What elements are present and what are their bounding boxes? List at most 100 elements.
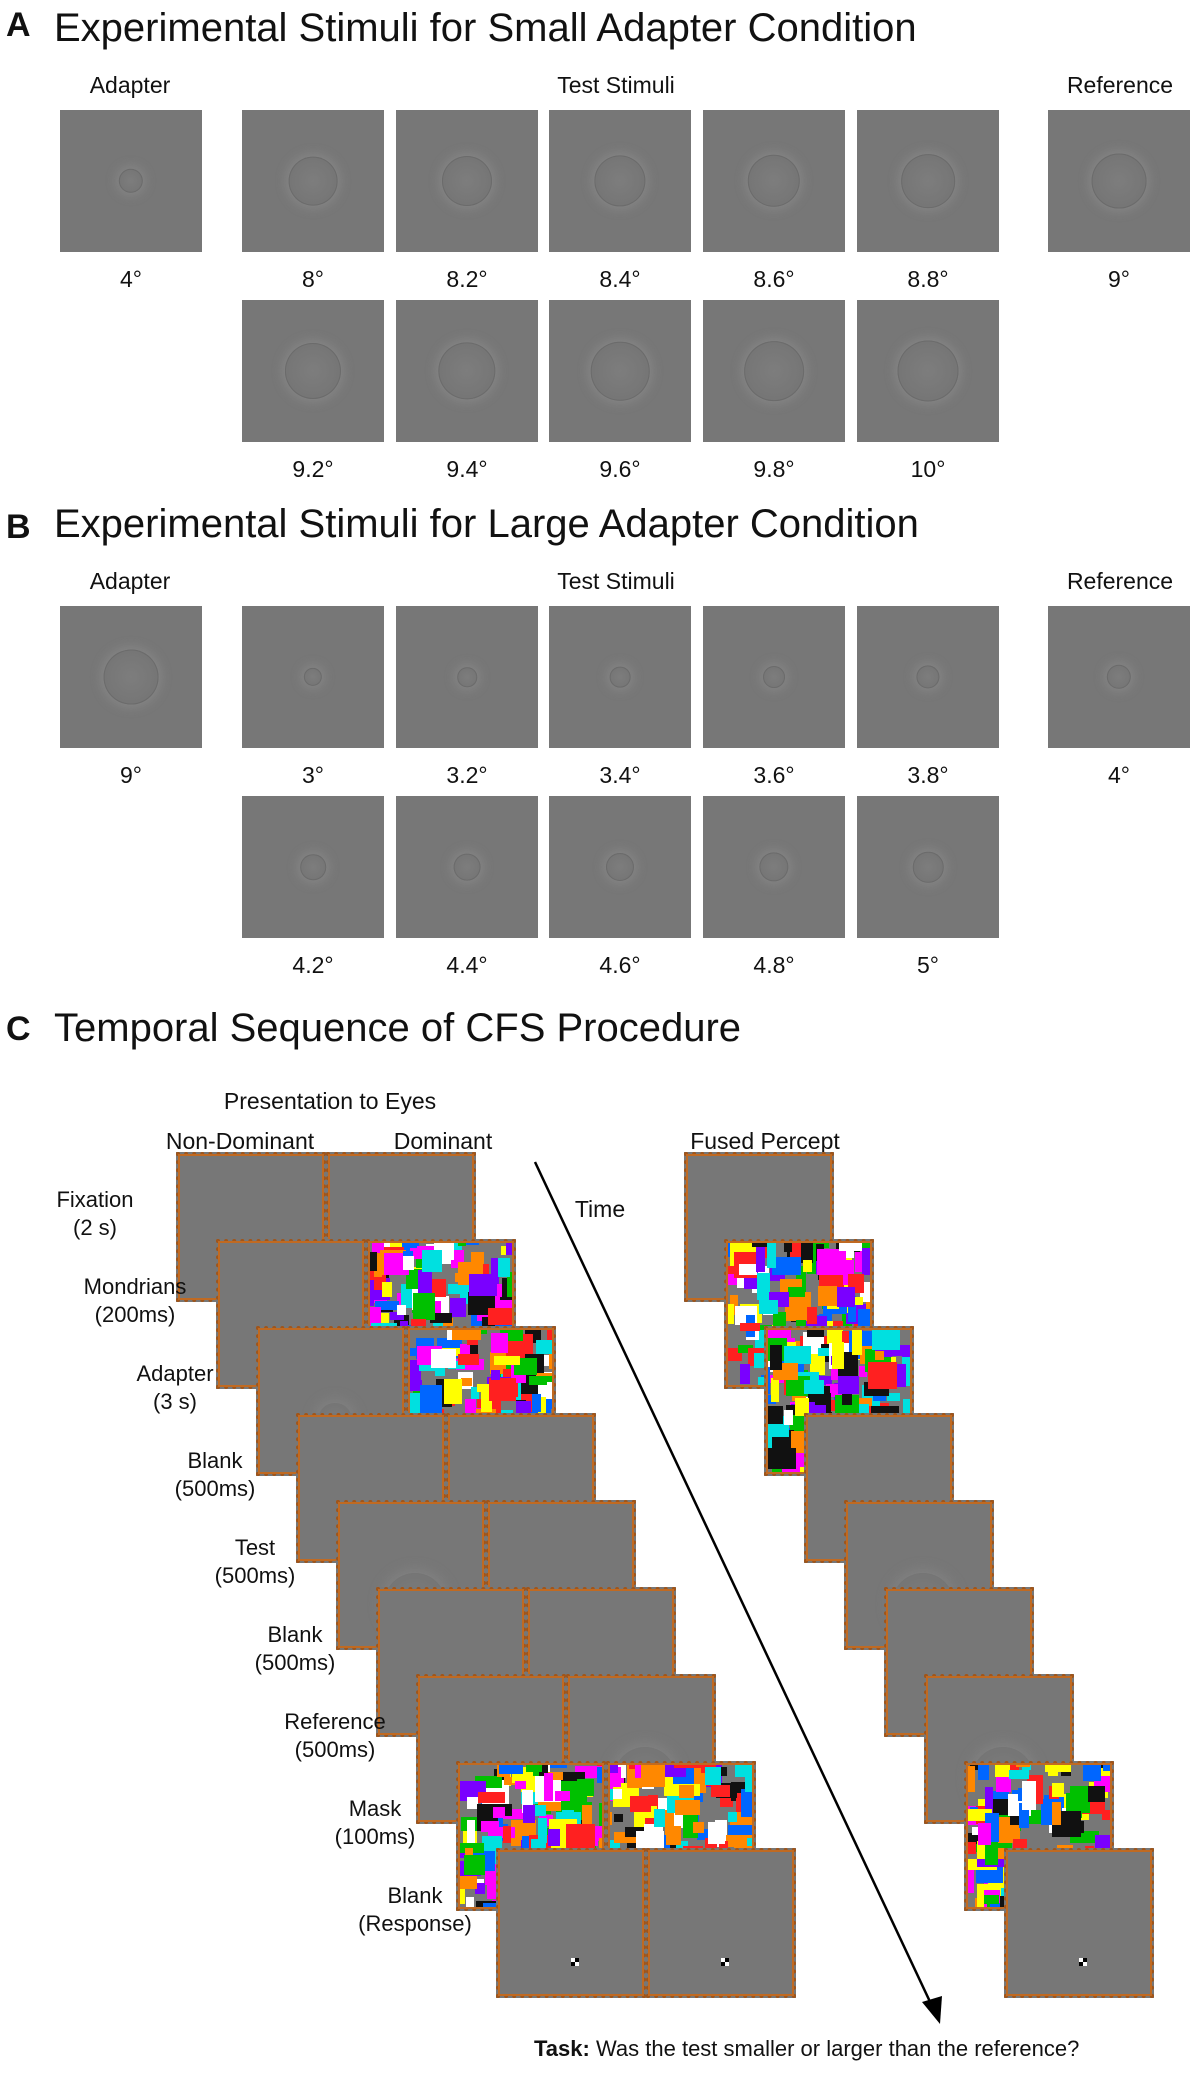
panel_b-test-4-stimulus xyxy=(703,606,845,748)
stage-name: Blank xyxy=(267,1622,323,1647)
stage-label-6: Blank(500ms) xyxy=(220,1621,370,1677)
panel_a-adapter-size-label: 4° xyxy=(120,266,142,292)
stage-name: Adapter xyxy=(136,1361,214,1386)
panel_b-adapter-stimulus xyxy=(60,606,202,748)
stage-9-dominant-fixation-icon xyxy=(721,1958,729,1966)
panel_b-test-10-disc xyxy=(912,851,944,883)
stage-9-non-dominant xyxy=(496,1848,646,1998)
panel_b-test-8-disc xyxy=(605,852,635,882)
panel_b-test-1-size-label: 3° xyxy=(302,762,324,788)
panel_a-test-10-disc xyxy=(897,340,959,402)
panel_a-test-10-stimulus xyxy=(857,300,999,442)
panel_b-test-4-size-label: 3.6° xyxy=(753,762,795,788)
stage-9-non-dominant-fixation-icon xyxy=(571,1958,579,1966)
panel-a-test-head: Test Stimuli xyxy=(557,72,675,98)
stage-duration: (Response) xyxy=(358,1911,472,1936)
task-text: Task: Was the test smaller or larger tha… xyxy=(534,2036,1079,2062)
stage-name: Mask xyxy=(348,1796,402,1821)
panel_a-reference-disc xyxy=(1091,153,1147,209)
panel_a-test-6-size-label: 9.2° xyxy=(292,456,334,482)
panel_a-adapter-stimulus xyxy=(60,110,202,252)
stage-label-2: Mondrians (200ms) xyxy=(60,1273,210,1329)
panel_b-test-9-size-label: 4.8° xyxy=(753,952,795,978)
panel_a-test-5-stimulus xyxy=(857,110,999,252)
panel_a-test-4-size-label: 8.6° xyxy=(753,266,795,292)
panel_b-test-6-disc xyxy=(300,854,326,880)
stage-name: Fixation xyxy=(56,1187,134,1212)
stage-duration: (3 s) xyxy=(153,1389,197,1414)
panel_b-test-7-size-label: 4.4° xyxy=(446,952,488,978)
stage-label-5: Test (500ms) xyxy=(180,1534,330,1590)
panel_b-test-2-stimulus xyxy=(396,606,538,748)
stage-duration: (500ms) xyxy=(214,1563,296,1588)
panel_b-test-9-disc xyxy=(759,852,789,882)
panel_b-test-10-size-label: 5° xyxy=(917,952,939,978)
stage-name: Reference xyxy=(284,1709,386,1734)
stage-duration: (2 s) xyxy=(73,1215,117,1240)
panel_a-test-6-stimulus xyxy=(242,300,384,442)
time-arrow-head xyxy=(922,1996,942,2024)
stage-label-1: Fixation (2 s) xyxy=(20,1186,170,1242)
panel_b-test-2-disc xyxy=(457,667,477,687)
panel-c-letter: C xyxy=(6,1010,31,1048)
panel_a-test-6-disc xyxy=(284,342,342,400)
panel_b-reference-stimulus xyxy=(1048,606,1190,748)
panel_a-reference-size-label: 9° xyxy=(1108,266,1130,292)
panel_a-test-9-size-label: 9.8° xyxy=(753,456,795,482)
stage-duration: (500ms) xyxy=(174,1476,256,1501)
panel_b-test-8-size-label: 4.6° xyxy=(599,952,641,978)
stage-9-fused xyxy=(1004,1848,1154,1998)
panel_a-test-5-disc xyxy=(901,154,955,208)
panel-a-title: Experimental Stimuli for Small Adapter C… xyxy=(54,6,917,50)
stage-9-dominant xyxy=(646,1848,796,1998)
stage-name: Blank xyxy=(187,1448,243,1473)
panel-c-title: Temporal Sequence of CFS Procedure xyxy=(54,1006,742,1050)
stage-label-8: Mask (100ms) xyxy=(300,1795,450,1851)
panel_b-test-10-stimulus xyxy=(857,796,999,938)
stage-9-fused-fixation-icon xyxy=(1079,1958,1087,1966)
panel_b-adapter-disc xyxy=(103,649,159,705)
panel_b-test-5-disc xyxy=(916,665,940,689)
panel_a-test-7-size-label: 9.4° xyxy=(446,456,488,482)
panel_a-test-3-disc xyxy=(594,155,646,207)
panel_b-test-8-stimulus xyxy=(549,796,691,938)
panel_b-test-3-size-label: 3.4° xyxy=(599,762,641,788)
panel_a-test-9-stimulus xyxy=(703,300,845,442)
stage-label-4: Blank (500ms) xyxy=(140,1447,290,1503)
panel_a-test-4-stimulus xyxy=(703,110,845,252)
panel-b-adapter-head: Adapter xyxy=(89,568,171,594)
dominant-head: Dominant xyxy=(393,1128,493,1154)
stage-name: Test xyxy=(234,1535,276,1560)
panel_b-reference-disc xyxy=(1106,664,1132,690)
panel_b-test-6-stimulus xyxy=(242,796,384,938)
panel_b-test-6-size-label: 4.2° xyxy=(292,952,334,978)
stage-label-7: Reference (500ms) xyxy=(260,1708,410,1764)
panel_b-test-5-stimulus xyxy=(857,606,999,748)
panel_a-test-7-stimulus xyxy=(396,300,538,442)
panel_a-test-1-disc xyxy=(288,156,338,206)
panel_a-test-2-stimulus xyxy=(396,110,538,252)
panel-b-letter: B xyxy=(6,508,31,546)
stage-duration: (500ms) xyxy=(294,1737,376,1762)
stage-name: Mondrians xyxy=(83,1274,187,1299)
stage-duration: (100ms) xyxy=(334,1824,416,1849)
task-question: Was the test smaller or larger than the … xyxy=(595,2036,1080,2061)
panel_b-test-5-size-label: 3.8° xyxy=(907,762,949,788)
panel_a-adapter-disc xyxy=(118,168,144,194)
panel_b-test-7-stimulus xyxy=(396,796,538,938)
panel-b-test-head: Test Stimuli xyxy=(557,568,675,594)
stage-label-9: Blank (Response) xyxy=(340,1882,490,1938)
panel_a-test-8-size-label: 9.6° xyxy=(599,456,641,482)
stage-name: Blank xyxy=(387,1883,443,1908)
panel_b-test-3-stimulus xyxy=(549,606,691,748)
panel_b-test-2-size-label: 3.2° xyxy=(446,762,488,788)
non-dominant-head: Non-Dominant xyxy=(165,1128,315,1154)
panel_a-test-4-disc xyxy=(747,154,801,208)
task-label: Task: xyxy=(534,2036,590,2061)
panel_b-test-1-stimulus xyxy=(242,606,384,748)
stage-duration: (200ms) xyxy=(94,1302,176,1327)
panel_a-test-7-disc xyxy=(438,342,496,400)
panel-a-reference-head: Reference xyxy=(1066,72,1174,98)
panel-a-letter: A xyxy=(6,6,31,44)
